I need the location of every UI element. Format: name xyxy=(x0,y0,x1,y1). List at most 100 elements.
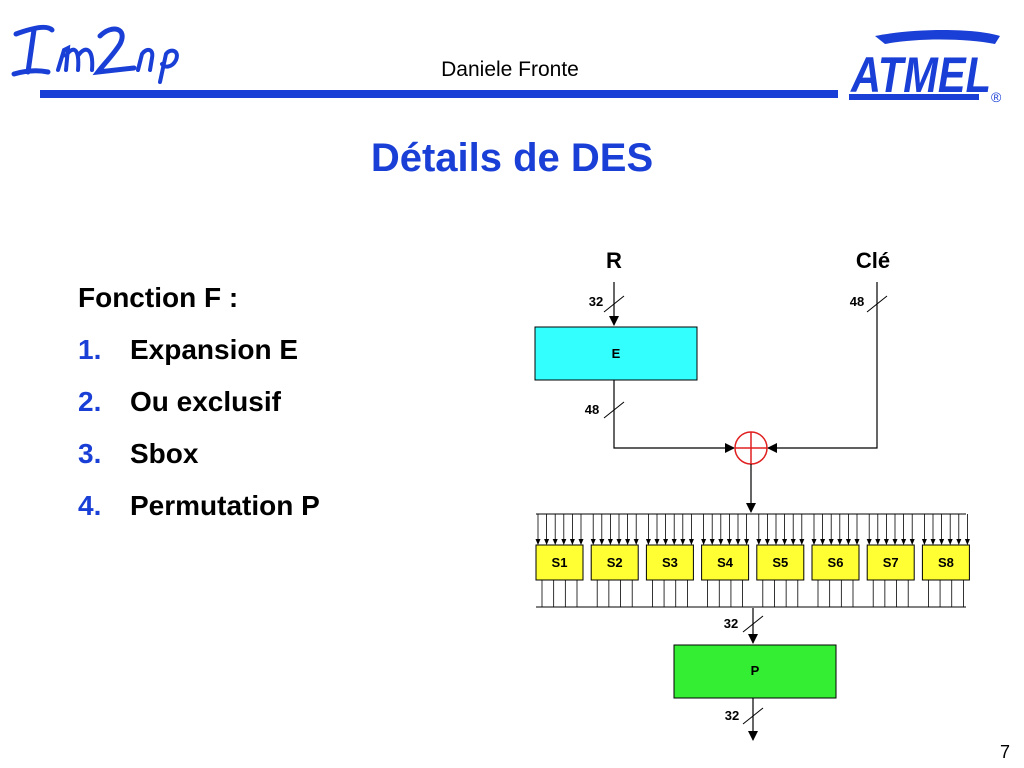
expansion-label: E xyxy=(612,346,621,361)
sbox-input-arrow xyxy=(773,539,779,545)
sbox-input-arrow xyxy=(561,539,567,545)
sbox-input-arrow xyxy=(625,539,631,545)
sbox-input-arrow xyxy=(645,539,651,545)
sbox-input-arrow xyxy=(544,539,550,545)
key-input-line xyxy=(767,282,878,453)
registered-mark: ® xyxy=(991,89,1002,105)
svg-text:ATMEL: ATMEL xyxy=(849,47,991,103)
permutation-label: P xyxy=(751,663,760,678)
sbox-label: S4 xyxy=(717,555,734,570)
sbox-input-arrow xyxy=(654,539,660,545)
input-r-label: R xyxy=(606,248,622,273)
sbox-input-arrow xyxy=(718,539,724,545)
bus-width-mark xyxy=(866,295,888,313)
expansion-output-line xyxy=(613,380,735,453)
expansion-out-bits-label: 48 xyxy=(585,402,599,417)
sbox-input-arrow xyxy=(726,539,732,545)
step-number: 1. xyxy=(78,334,102,365)
sbox-input-arrow xyxy=(883,539,889,545)
sbox-input-arrow xyxy=(828,539,834,545)
sbox-box xyxy=(921,544,970,581)
sbox-input-arrow xyxy=(764,539,770,545)
page-title: Détails de DES xyxy=(370,136,654,180)
sbox-box xyxy=(701,544,750,581)
sbox-label: S8 xyxy=(938,555,954,570)
list-item: 3. Sbox xyxy=(78,436,320,488)
step-label: Sbox xyxy=(130,438,199,469)
sbox-out-bits-label: 32 xyxy=(724,616,738,631)
sbox-input-arrow xyxy=(930,539,936,545)
sbox-box xyxy=(811,544,860,581)
sbox-input-arrow xyxy=(866,539,872,545)
sbox-label: S3 xyxy=(662,555,678,570)
step-label: Expansion E xyxy=(130,334,299,365)
sbox-input-arrow xyxy=(680,539,686,545)
sbox-label: S5 xyxy=(772,555,788,570)
sbox-box xyxy=(645,544,694,581)
function-steps-list: 1. Expansion E 2.Ou exclusif 3. Sbox 4. Per… xyxy=(78,332,320,540)
sbox-input-arrow xyxy=(744,539,750,545)
sbox-input-bus xyxy=(535,513,970,545)
atmel-logo: ATMEL ® xyxy=(849,30,1002,105)
sbox-input-arrow xyxy=(756,539,762,545)
sbox-box xyxy=(866,544,915,581)
sbox-input-arrow xyxy=(799,539,805,545)
sbox-box xyxy=(590,544,639,581)
bus-width-mark xyxy=(603,295,625,313)
sbox-label: S2 xyxy=(607,555,623,570)
sbox-input-arrow xyxy=(701,539,707,545)
sbox-input-arrow xyxy=(837,539,843,545)
sbox-input-arrow xyxy=(616,539,622,545)
sbox-box xyxy=(535,544,584,581)
sbox-input-arrow xyxy=(811,539,817,545)
sbox-input-arrow xyxy=(633,539,639,545)
sbox-input-arrow xyxy=(569,539,575,545)
list-item: 2.Ou exclusif xyxy=(78,384,320,436)
sbox-input-arrow xyxy=(892,539,898,545)
sbox-input-arrow xyxy=(599,539,605,545)
permutation-box xyxy=(673,644,837,699)
sbox-input-arrow xyxy=(820,539,826,545)
sbox-input-arrow xyxy=(947,539,953,545)
bus-width-mark xyxy=(603,401,625,419)
sbox-label: S6 xyxy=(828,555,844,570)
sbox-box xyxy=(756,544,805,581)
sbox-input-arrow xyxy=(688,539,694,545)
expansion-box xyxy=(534,326,698,381)
bus-width-mark xyxy=(742,615,764,633)
sbox-input-arrow xyxy=(607,539,613,545)
sbox-input-arrow xyxy=(590,539,596,545)
sbox-output-lines xyxy=(536,580,966,608)
step-number: 3. xyxy=(78,438,102,469)
sbox-input-arrow xyxy=(790,539,796,545)
step-number: 4. xyxy=(78,490,102,521)
sbox-input-arrow xyxy=(909,539,915,545)
r-bits-label: 32 xyxy=(589,294,603,309)
sbox-input-arrow xyxy=(709,539,715,545)
sbox-input-arrow xyxy=(854,539,860,545)
im2np-logo xyxy=(11,24,179,84)
key-bits-label: 48 xyxy=(850,294,864,309)
sbox-input-arrow xyxy=(578,539,584,545)
step-label: Permutation P xyxy=(130,490,320,521)
sbox-row: S1 S2 S3 S4 S5 S6 S7 S8 xyxy=(535,544,970,581)
step-label: Ou exclusif xyxy=(130,386,281,417)
sbox-input-arrow xyxy=(875,539,881,545)
list-item: 1. Expansion E xyxy=(78,332,320,384)
sbox-input-arrow xyxy=(964,539,970,545)
sbox-label: S1 xyxy=(552,555,568,570)
sbox-input-arrow xyxy=(901,539,907,545)
sbox-input-arrow xyxy=(782,539,788,545)
p-out-bits-label: 32 xyxy=(725,708,739,723)
header-divider xyxy=(40,90,838,98)
xor-icon xyxy=(734,431,768,465)
sbox-input-arrow xyxy=(535,539,541,545)
sbox-input-arrow xyxy=(663,539,669,545)
sbox-input-arrow xyxy=(845,539,851,545)
sbox-label: S7 xyxy=(883,555,899,570)
sbox-input-arrow xyxy=(939,539,945,545)
bus-width-mark xyxy=(742,707,764,725)
sbox-input-arrow xyxy=(552,539,558,545)
sbox-input-arrow xyxy=(921,539,927,545)
sbox-input-arrow xyxy=(956,539,962,545)
